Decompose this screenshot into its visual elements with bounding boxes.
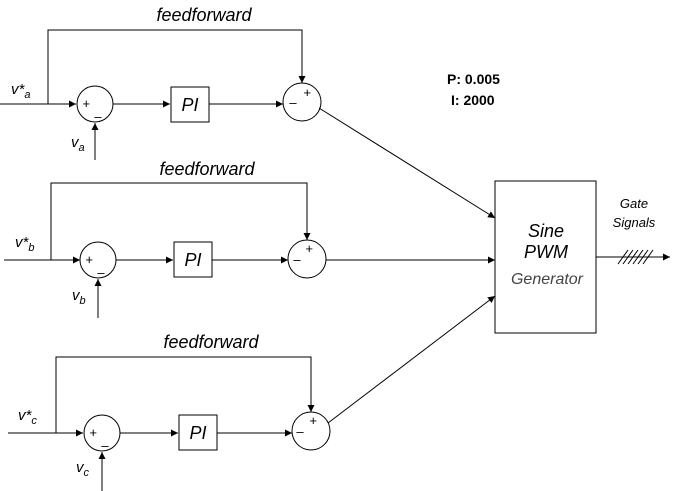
channel-c: feedforward v*c + – vc PI + – bbox=[8, 295, 496, 491]
sum1-plus-a: + bbox=[82, 96, 90, 111]
sum1-plus-b: + bbox=[85, 252, 93, 267]
feedback-label-b: vb bbox=[72, 287, 86, 307]
gate-signals-label-line2: Signals bbox=[613, 215, 656, 230]
summing-junction-2-a bbox=[282, 82, 322, 122]
feedforward-label-b: feedforward bbox=[159, 159, 255, 179]
feedforward-path-a bbox=[47, 29, 306, 104]
reference-label-a: v*a bbox=[11, 81, 30, 101]
pi-label-a: PI bbox=[181, 95, 198, 115]
reference-label-b: v*b bbox=[15, 234, 34, 254]
channel-a: feedforward v*a + – va PI + – bbox=[0, 5, 496, 219]
feedforward-label-a: feedforward bbox=[156, 5, 252, 25]
gate-signals-label-line1: Gate bbox=[620, 196, 648, 211]
sum1-minus-a: – bbox=[93, 109, 102, 124]
pi-controller-b bbox=[173, 241, 213, 278]
gate-signals-output: Gate Signals bbox=[596, 196, 670, 265]
wire-sum2-to-generator-a bbox=[318, 107, 496, 219]
pwm-generator: Sine PWM Generator bbox=[494, 180, 597, 334]
reference-label-c: v*c bbox=[18, 407, 37, 427]
generator-line-pwm: PWM bbox=[524, 242, 568, 262]
pi-label-c: PI bbox=[189, 423, 206, 443]
sum2-plus-b: + bbox=[305, 241, 313, 256]
sum2-minus-c: – bbox=[295, 424, 304, 439]
feedforward-path-c bbox=[55, 356, 315, 433]
feedforward-label-c: feedforward bbox=[163, 332, 259, 352]
gain-p-label: P: 0.005 bbox=[447, 71, 500, 87]
sum2-minus-a: – bbox=[288, 95, 297, 110]
channel-b: feedforward v*b + – vb PI + – bbox=[4, 159, 495, 318]
sum2-plus-c: + bbox=[309, 413, 317, 428]
sum2-plus-a: + bbox=[303, 85, 311, 100]
wire-sum2-to-generator-c bbox=[327, 295, 496, 424]
feedback-label-c: vc bbox=[76, 459, 90, 479]
gain-i-label: I: 2000 bbox=[451, 92, 495, 108]
pi-label-b: PI bbox=[184, 250, 201, 270]
bus-hatch-icon bbox=[617, 249, 654, 265]
sum1-plus-c: + bbox=[89, 425, 97, 440]
generator-line-generator: Generator bbox=[511, 271, 584, 288]
generator-line-sine: Sine bbox=[528, 221, 564, 241]
summing-junction-2-b bbox=[287, 239, 327, 279]
pi-controller-a bbox=[170, 86, 210, 123]
feedback-label-a: va bbox=[71, 134, 85, 154]
summing-junction-2-c bbox=[291, 411, 331, 451]
sum2-minus-b: – bbox=[292, 252, 301, 267]
sum1-minus-c: – bbox=[100, 438, 109, 453]
sum1-minus-b: – bbox=[96, 265, 105, 280]
feedforward-path-b bbox=[50, 182, 311, 260]
